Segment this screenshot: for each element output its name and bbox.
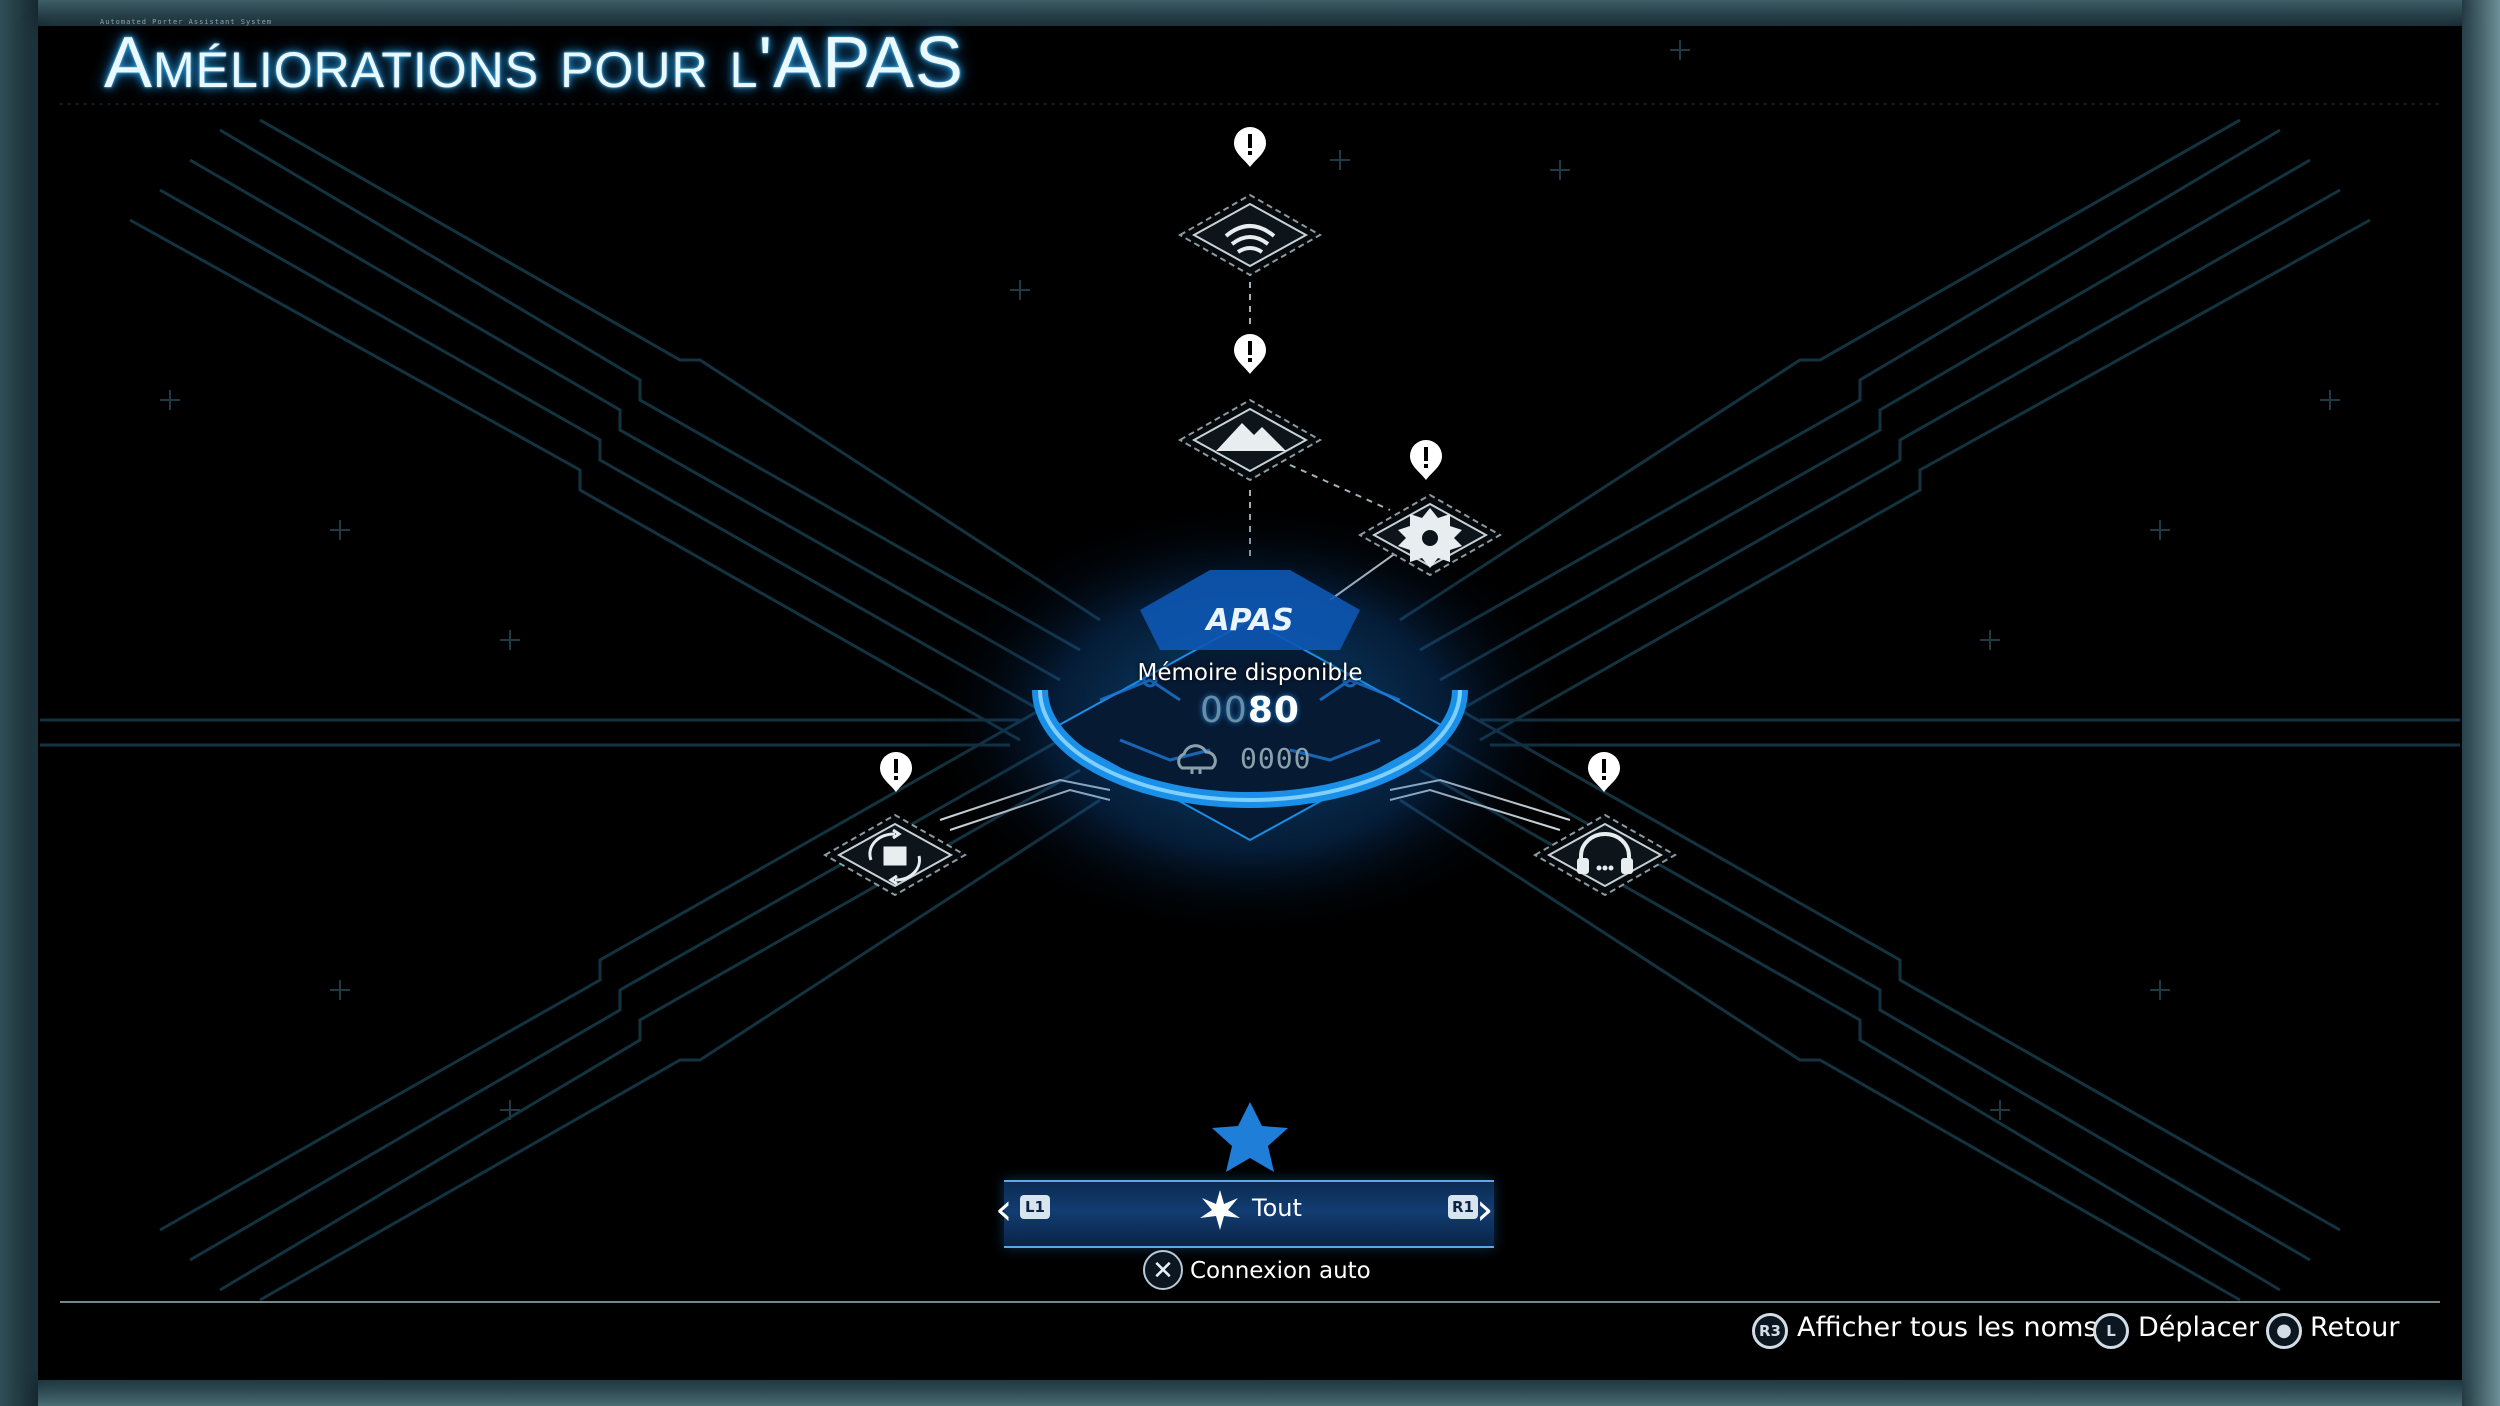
- page-title: Améliorations pour l'APAS: [104, 23, 964, 103]
- left-stick-icon[interactable]: L: [2093, 1313, 2129, 1349]
- blurred-backdrop-left: [0, 0, 38, 1406]
- filter-prev-arrow[interactable]: ‹: [995, 1184, 1013, 1235]
- alert-icon: [1588, 752, 1620, 792]
- headphones-icon: [1577, 832, 1633, 874]
- memory-label: Mémoire disponible: [1137, 660, 1363, 686]
- apas-logo: APAS: [1204, 603, 1293, 638]
- filter-selector[interactable]: [1004, 1180, 1494, 1248]
- blurred-backdrop-right: [2462, 0, 2500, 1406]
- blurred-backdrop-bottom: [0, 1380, 2500, 1406]
- alert-icon: [1410, 440, 1442, 480]
- upgrade-node-storage-cycle[interactable]: [815, 800, 975, 910]
- hint-back[interactable]: Retour: [2310, 1312, 2400, 1343]
- alert-icon: [1234, 127, 1266, 167]
- blurred-backdrop-top: [0, 0, 2500, 26]
- alert-icon: [880, 752, 912, 792]
- auto-connect-button[interactable]: Connexion auto: [1190, 1258, 1371, 1284]
- recycle-box-icon: [868, 828, 921, 886]
- burst-icon: [1200, 1190, 1240, 1230]
- circle-button-icon[interactable]: ●: [2266, 1313, 2302, 1349]
- wifi-signal-icon: [1224, 224, 1276, 254]
- header-subtitle: Automated Porter Assistant System: [100, 18, 273, 26]
- cross-button-icon[interactable]: ✕: [1143, 1250, 1183, 1290]
- secondary-count: 0000: [1240, 742, 1312, 775]
- filter-label: Tout: [1252, 1194, 1302, 1222]
- mountain-icon: [1216, 423, 1286, 451]
- apas-core: APAS: [1032, 570, 1468, 842]
- upgrade-node-terrain[interactable]: [1170, 385, 1330, 495]
- r1-button[interactable]: R1: [1448, 1195, 1478, 1219]
- gear-icon: [1398, 508, 1462, 568]
- hint-move[interactable]: Déplacer: [2138, 1312, 2260, 1343]
- alert-icon: [1234, 334, 1266, 374]
- filter-next-arrow[interactable]: ›: [1476, 1184, 1494, 1235]
- cloud-chip-icon: [1177, 744, 1217, 774]
- l1-button[interactable]: L1: [1020, 1195, 1050, 1219]
- memory-count: 0080: [1150, 690, 1350, 731]
- upgrade-node-gear[interactable]: [1350, 480, 1510, 590]
- upgrade-node-wifi-signal[interactable]: [1170, 180, 1330, 290]
- r3-button-icon[interactable]: R3: [1752, 1313, 1788, 1349]
- memory-leading-zeros: 00: [1200, 690, 1248, 731]
- memory-value: 80: [1247, 690, 1300, 731]
- star-icon: [1212, 1102, 1288, 1172]
- hint-show-all-names[interactable]: Afficher tous les noms: [1797, 1312, 2098, 1343]
- grid-markers: [160, 40, 2340, 1120]
- upgrade-node-audio[interactable]: [1525, 800, 1685, 910]
